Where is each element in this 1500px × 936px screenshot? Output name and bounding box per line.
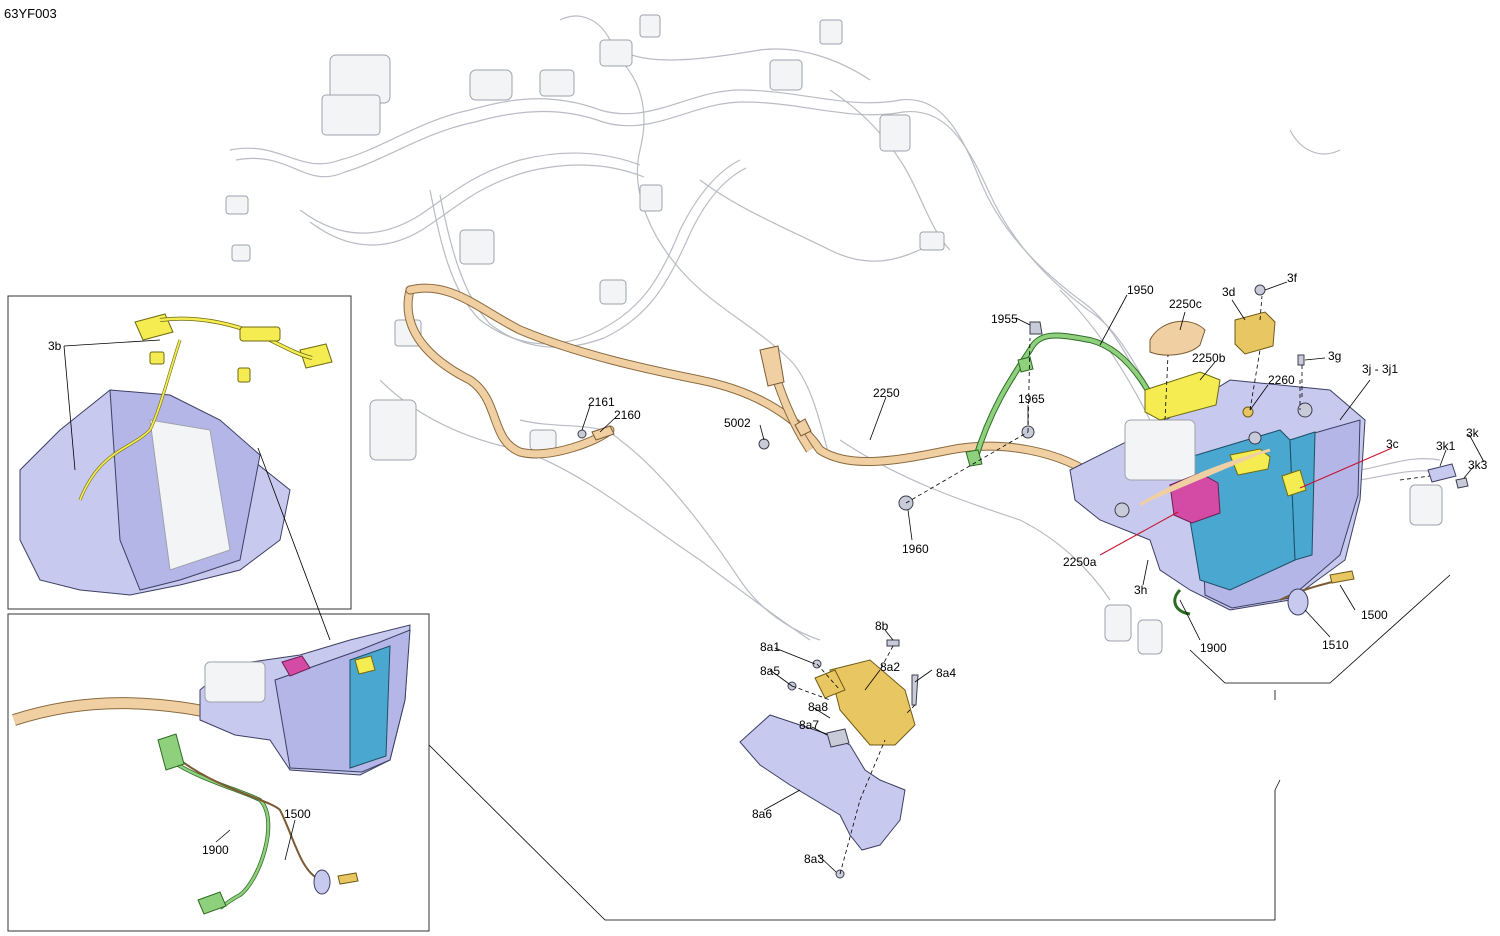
callout-3b: 3b xyxy=(48,339,62,353)
fuse-relay-group xyxy=(758,284,1305,511)
callout-2160: 2160 xyxy=(614,408,641,422)
callout-2250a: 2250a xyxy=(1063,555,1097,569)
callout-1900: 1900 xyxy=(1200,641,1227,655)
callout-8a2: 8a2 xyxy=(880,660,900,674)
battery-tray-assembly xyxy=(1069,379,1469,616)
callout-2161: 2161 xyxy=(588,395,615,409)
callout-3c: 3c xyxy=(1386,437,1399,451)
callout-2250: 2250 xyxy=(873,386,900,400)
callout-2250b: 2250b xyxy=(1192,351,1226,365)
callout-8a4: 8a4 xyxy=(936,666,956,680)
inset-callout-1500: 1500 xyxy=(284,807,311,821)
callout-1960: 1960 xyxy=(902,542,929,556)
callout-2260: 2260 xyxy=(1268,373,1295,387)
figure-code: 63YF003 xyxy=(4,6,57,21)
callout-8b: 8b xyxy=(875,619,889,633)
callout-3g: 3g xyxy=(1328,349,1341,363)
ghost-wiring-harness xyxy=(225,14,1443,655)
inset-connector-lines xyxy=(257,447,1451,921)
callout-5002: 5002 xyxy=(724,416,751,430)
inset-callout-1900: 1900 xyxy=(202,843,229,857)
assembly-dashed-lines xyxy=(791,295,1431,875)
callout-8a3: 8a3 xyxy=(804,852,824,866)
callout-1965: 1965 xyxy=(1018,392,1045,406)
callout-8a6: 8a6 xyxy=(752,807,772,821)
callout-8a1: 8a1 xyxy=(760,640,780,654)
green-ground-cable xyxy=(965,332,1173,467)
actuator-assembly xyxy=(739,639,919,879)
callout-3f: 3f xyxy=(1287,271,1298,285)
callout-2250c: 2250c xyxy=(1169,297,1202,311)
orange-battery-cable xyxy=(403,283,1175,507)
callout-3d: 3d xyxy=(1222,285,1235,299)
callout-8a7: 8a7 xyxy=(799,718,819,732)
callout-3k: 3k xyxy=(1466,426,1480,440)
inset-tray-detail xyxy=(7,613,430,932)
callout-3j-3j1: 3j - 3j1 xyxy=(1362,362,1398,376)
callout-1955: 1955 xyxy=(991,312,1018,326)
callout-labels: 1950 1955 2250c 3d 3f 3g 2250b 2260 3j -… xyxy=(48,271,1488,866)
callout-1510: 1510 xyxy=(1322,638,1349,652)
callout-3h: 3h xyxy=(1134,583,1147,597)
callout-3k3: 3k3 xyxy=(1468,458,1488,472)
leader-lines xyxy=(63,281,1485,873)
callout-1500: 1500 xyxy=(1361,608,1388,622)
callout-3k1: 3k1 xyxy=(1436,439,1456,453)
inset-harness-3b xyxy=(7,295,352,610)
callout-8a8: 8a8 xyxy=(808,700,828,714)
callout-8a5: 8a5 xyxy=(760,664,780,678)
callout-1950: 1950 xyxy=(1127,283,1154,297)
